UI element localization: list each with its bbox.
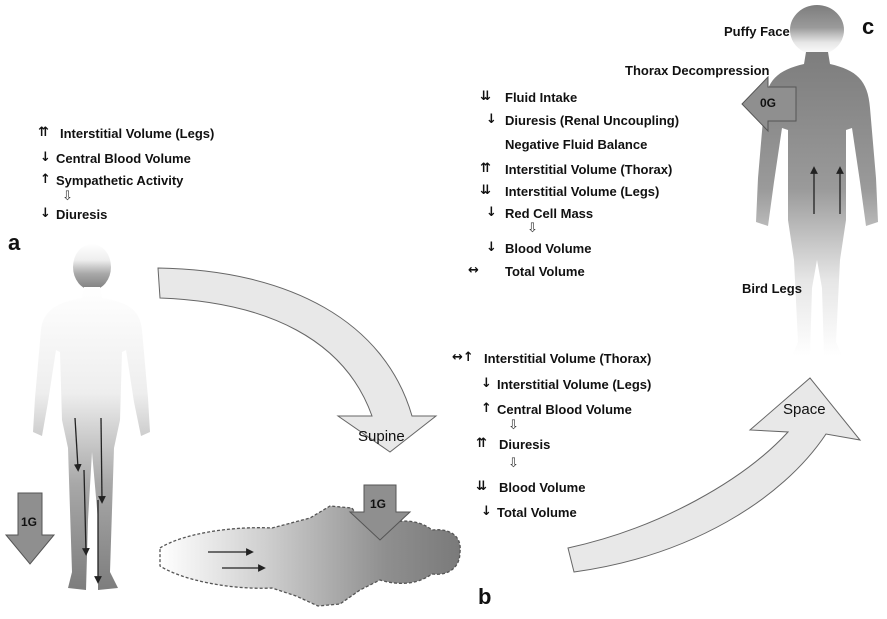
b-blood-volume: Blood Volume bbox=[499, 480, 586, 495]
hollow-arrow-c: ⇩ bbox=[527, 221, 538, 236]
bird-legs-label: Bird Legs bbox=[742, 281, 802, 296]
arrow-double-down: ⇊ bbox=[480, 183, 491, 198]
c-negative-fluid-balance: Negative Fluid Balance bbox=[505, 137, 648, 152]
arrow-up: ↑ bbox=[481, 401, 492, 416]
b-central-blood-volume: Central Blood Volume bbox=[497, 402, 632, 417]
b-diuresis: Diuresis bbox=[499, 437, 551, 452]
c-diuresis-renal: Diuresis (Renal Uncoupling) bbox=[505, 113, 680, 128]
lying-figure bbox=[159, 505, 461, 607]
arrow-left-right-up: ↔↑ bbox=[452, 350, 474, 365]
c-interstitial-legs: Interstitial Volume (Legs) bbox=[505, 184, 660, 199]
a-diuresis: Diuresis bbox=[56, 207, 108, 222]
arrow-double-up: ⇈ bbox=[476, 436, 487, 451]
panel-label-a: a bbox=[8, 230, 21, 255]
arrow-down: ↓ bbox=[486, 112, 497, 127]
space-figure bbox=[756, 5, 878, 356]
gravity-arrow-c bbox=[741, 75, 797, 133]
hollow-arrow-b1: ⇩ bbox=[508, 418, 519, 433]
arrow-down: ↓ bbox=[40, 150, 51, 165]
a-interstitial-legs: Interstitial Volume (Legs) bbox=[60, 126, 215, 141]
standing-figure bbox=[33, 244, 150, 590]
b-total-volume: Total Volume bbox=[497, 505, 577, 520]
c-total-volume: Total Volume bbox=[505, 264, 585, 279]
c-red-cell-mass: Red Cell Mass bbox=[505, 206, 594, 221]
b-interstitial-thorax: Interstitial Volume (Thorax) bbox=[484, 351, 652, 366]
supine-curved-arrow bbox=[157, 267, 438, 453]
hollow-arrow-b2: ⇩ bbox=[508, 456, 519, 471]
gravity-label-a: 1G bbox=[21, 515, 38, 529]
arrow-down: ↓ bbox=[481, 504, 492, 519]
arrow-down: ↓ bbox=[486, 240, 497, 255]
c-interstitial-thorax: Interstitial Volume (Thorax) bbox=[505, 162, 673, 177]
gravity-label-b: 1G bbox=[370, 497, 387, 511]
arrow-double-up: ⇈ bbox=[480, 161, 491, 176]
space-curved-arrow bbox=[567, 377, 862, 573]
gravity-label-c: 0G bbox=[760, 96, 777, 110]
space-label: Space bbox=[783, 401, 826, 418]
b-interstitial-legs: Interstitial Volume (Legs) bbox=[497, 377, 652, 392]
thorax-decompression-label: Thorax Decompression bbox=[625, 63, 770, 78]
arrow-double-down: ⇊ bbox=[476, 479, 487, 494]
a-central-blood-volume: Central Blood Volume bbox=[56, 151, 191, 166]
arrow-down: ↓ bbox=[486, 205, 497, 220]
arrow-up: ↑ bbox=[40, 172, 51, 187]
c-fluid-intake: Fluid Intake bbox=[505, 90, 578, 105]
a-sympathetic-activity: Sympathetic Activity bbox=[56, 173, 184, 188]
arrow-double-up: ⇈ bbox=[38, 125, 49, 140]
arrow-down: ↓ bbox=[40, 206, 51, 221]
hollow-arrow-a: ⇩ bbox=[62, 189, 73, 204]
puffy-face-label: Puffy Face bbox=[724, 24, 790, 39]
panel-label-c: c bbox=[862, 14, 875, 39]
supine-label: Supine bbox=[358, 428, 405, 445]
panel-label-b: b bbox=[478, 584, 492, 609]
c-blood-volume: Blood Volume bbox=[505, 241, 592, 256]
arrow-down: ↓ bbox=[481, 376, 492, 391]
gravity-arrow-a bbox=[4, 492, 56, 565]
arrow-double-down: ⇊ bbox=[480, 89, 491, 104]
arrow-left-right: ↔ bbox=[468, 263, 479, 278]
gravity-arrow-b bbox=[348, 484, 412, 541]
